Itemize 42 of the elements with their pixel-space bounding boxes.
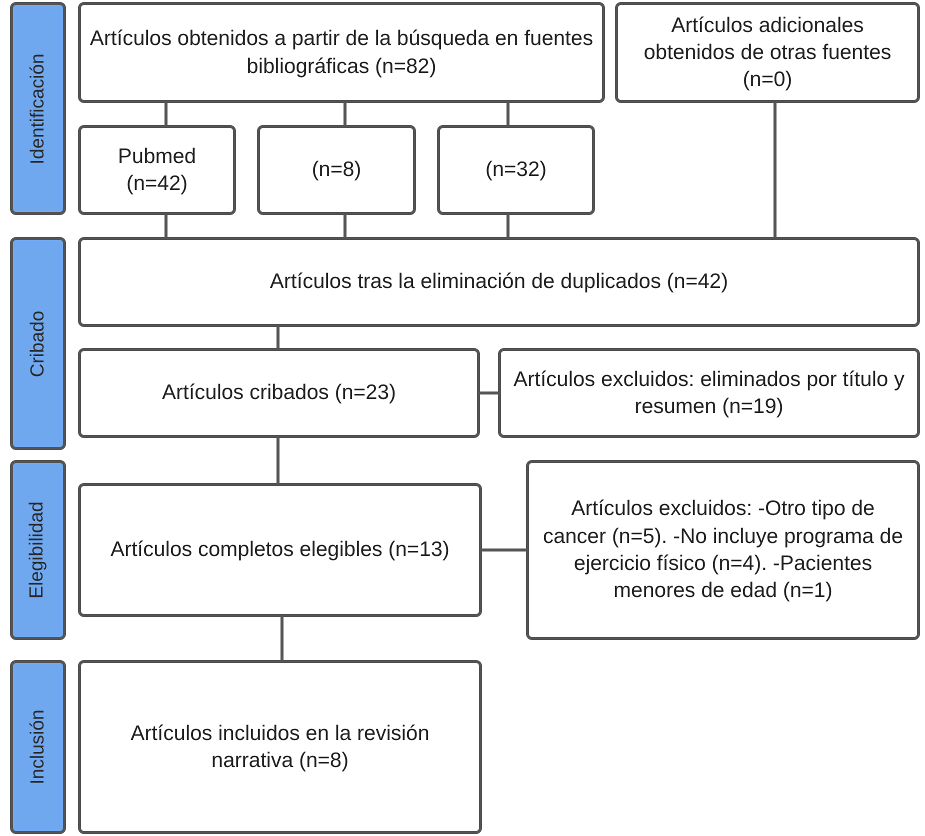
box-text: (n=8) [312,157,362,184]
connector-line [344,103,346,125]
connector-line [506,215,510,237]
process-box [78,2,605,103]
process-box [78,348,480,438]
process-box [498,348,920,438]
connector-line [506,103,510,125]
connector-line [164,103,168,125]
phase-band [10,237,66,450]
process-box [78,237,920,327]
phase-label: Identificación [27,53,49,164]
phase-band [10,2,66,215]
connector-line [482,548,526,552]
phase-label: Cribado [27,310,49,377]
phase-label: Elegibilidad [27,501,49,599]
box-text: Artículos adicionales obtenidos de otras fuentes (n=0) [642,12,892,94]
connector-line [280,617,284,660]
connector-line [344,215,346,237]
box-text: Artículos tras la eliminación de duplicados (n=42) [270,269,728,296]
connector-line [480,392,498,394]
box-text: Artículos completos elegibles (n=13) [110,537,450,564]
process-box [78,483,482,617]
process-box [615,2,920,103]
process-box [526,460,920,640]
connector-line [164,215,168,237]
phase-label: Inclusión [27,710,49,784]
connector-line [276,327,280,348]
process-box [257,125,416,215]
phase-band [10,460,66,640]
process-box [437,125,595,215]
box-text: Artículos excluidos: eliminados por título y resumen (n=19) [512,366,906,420]
box-text: Artículos obtenidos a partir de la búsqueda en fuentes bibliográficas (n=82) [89,26,594,80]
box-text: (n=32) [485,157,547,184]
box-text: Pubmed (n=42) [116,144,198,197]
connector-line [774,103,776,237]
connector-line [276,438,280,483]
phase-band [10,660,66,834]
box-text: Artículos cribados (n=23) [162,380,396,406]
process-box [78,125,236,215]
box-text: Artículos excluidos: -Otro tipo de cancer (n=5). -No incluye programa de ejercicio físico (n=4). -Pacientes menores de edad (n=1) [542,496,904,604]
process-box [78,660,482,834]
box-text: Artículos incluidos en la revisión narrativa (n=8) [130,720,430,774]
